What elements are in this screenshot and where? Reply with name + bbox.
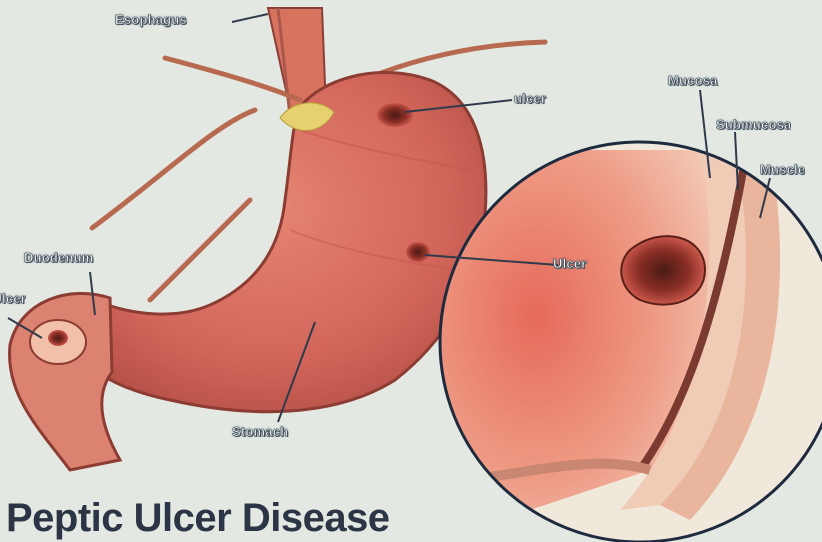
ulcer-left-label: Ulcer — [0, 291, 26, 306]
magnified-tissue-view — [430, 140, 822, 542]
muscle-label: Muscle — [760, 162, 805, 177]
ulcer-top-label: ulcer — [514, 91, 546, 106]
stomach-label: Stomach — [232, 424, 288, 439]
esophagus-label: Esophagus — [115, 12, 187, 27]
ulcer-middle-label: Ulcer — [553, 256, 587, 271]
submucosa-label: Submucosa — [716, 117, 791, 132]
duodenum — [10, 293, 120, 470]
diagram-title: Peptic Ulcer Disease — [6, 496, 390, 541]
mucosa-label: Mucosa — [668, 73, 718, 88]
duodenum-label: Duodenum — [24, 250, 93, 265]
